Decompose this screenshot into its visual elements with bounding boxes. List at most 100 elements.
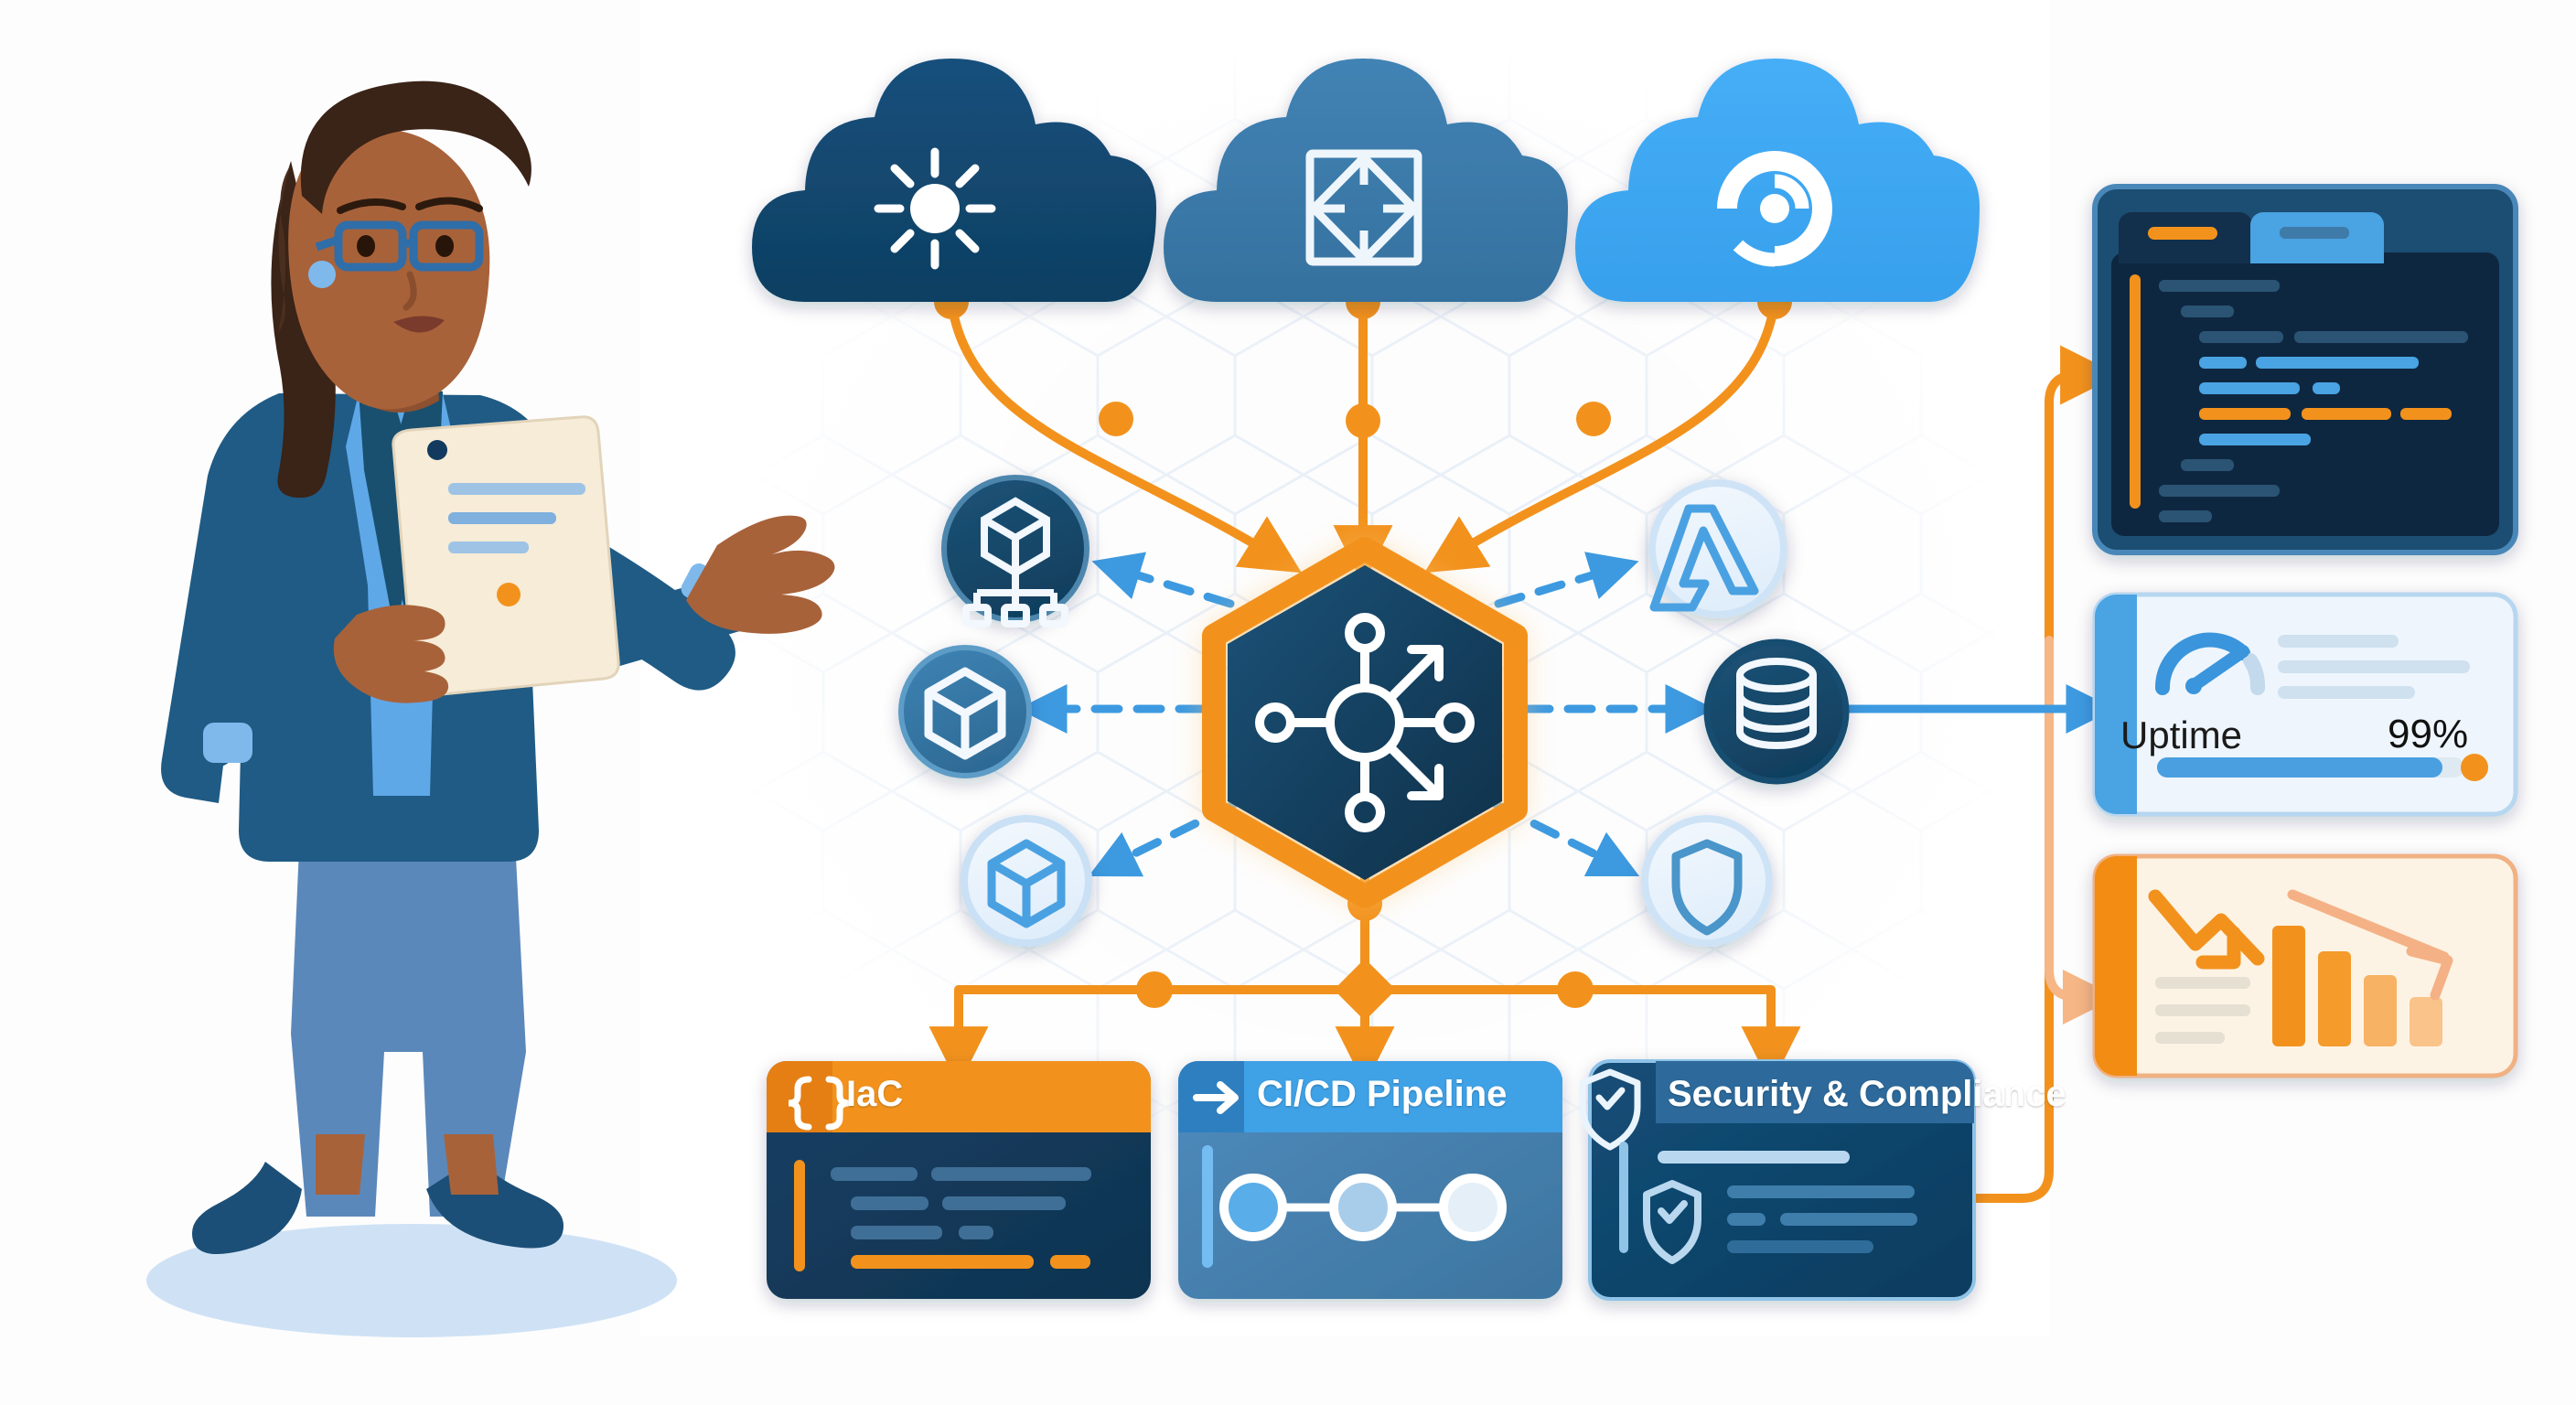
uptime-value: 99% — [2388, 712, 2469, 756]
earring — [308, 261, 336, 288]
service-security-node[interactable] — [1641, 815, 1773, 947]
arm-left — [175, 430, 280, 768]
card-iac-title: IaC — [846, 1074, 904, 1114]
cost-text-line-3 — [2155, 1032, 2225, 1044]
shoe-left — [192, 1162, 302, 1255]
cost-text-line-1 — [2155, 977, 2250, 989]
cube-icon — [924, 667, 1006, 760]
service-registry[interactable] — [961, 815, 1092, 947]
pants — [291, 787, 526, 1217]
hair-locks — [278, 165, 291, 333]
cube-outline-icon — [987, 839, 1066, 928]
tablet-camera — [427, 440, 447, 460]
brow-right — [415, 197, 483, 212]
editor-gutter — [2130, 274, 2141, 509]
card-iac-accent-bar — [794, 1160, 805, 1271]
card-cicd-title: CI/CD Pipeline — [1257, 1074, 1508, 1114]
tablet-line-2 — [448, 512, 556, 524]
pipeline-stage-1 — [1219, 1174, 1287, 1241]
service-serverless[interactable] — [1648, 479, 1787, 618]
tablet-line-3 — [448, 542, 529, 553]
cost-text-line-2 — [2155, 1004, 2250, 1016]
diamond-grid-icon — [1305, 149, 1422, 266]
card-cicd[interactable] — [1178, 1061, 1562, 1299]
bus-diamond-junction — [1334, 959, 1396, 1021]
network-hub-icon — [1255, 613, 1475, 832]
arrow-right-icon — [1193, 1081, 1239, 1114]
uptime-text-line-3 — [2278, 686, 2415, 699]
card-security-line-5 — [1727, 1240, 1873, 1253]
uptime-label: Uptime — [2120, 713, 2243, 756]
panel-uptime[interactable] — [2092, 592, 2518, 817]
tablet-dot — [497, 583, 521, 606]
floor-shadow — [146, 1224, 677, 1337]
radial-burst-icon — [1717, 151, 1832, 267]
shield-icon — [1671, 839, 1743, 936]
tab-inactive-bar — [2280, 227, 2349, 239]
tab-active-bar — [2148, 227, 2217, 240]
cost-rail — [2095, 856, 2137, 1076]
card-security[interactable] — [1579, 1059, 1976, 1301]
tablet-line-1 — [448, 483, 585, 495]
pipeline-stage-3 — [1439, 1174, 1507, 1241]
card-security-title: Security & Compliance — [1668, 1074, 2066, 1114]
uptime-rail — [2095, 595, 2137, 814]
card-security-line-1 — [1658, 1151, 1850, 1164]
cuff-left — [203, 723, 252, 763]
uptime-text-line-1 — [2278, 635, 2399, 648]
connector-node — [1099, 402, 1133, 436]
service-orchestration[interactable] — [941, 475, 1089, 627]
connector-node — [1136, 971, 1173, 1008]
cloud-azure[interactable] — [1164, 59, 1568, 302]
cloud-aws[interactable] — [752, 59, 1156, 302]
service-database[interactable] — [1703, 638, 1850, 785]
uptime-status-dot — [2461, 754, 2488, 781]
card-cicd-header — [1178, 1061, 1562, 1132]
card-security-header — [1656, 1061, 1974, 1123]
glasses — [315, 220, 484, 272]
cost-trend-arrow — [2287, 889, 2453, 1001]
mouth — [393, 316, 445, 333]
connector-node — [1576, 402, 1611, 436]
service-container[interactable] — [898, 645, 1032, 778]
connector-cloud-gcp-hub — [1424, 297, 1779, 574]
trend-down-icon — [2148, 889, 2265, 970]
ankle-right — [444, 1134, 499, 1195]
cost-bar-3 — [2364, 975, 2397, 1046]
lambda-icon — [1649, 504, 1759, 612]
database-icon — [1736, 658, 1817, 749]
uptime-text-line-2 — [2278, 660, 2470, 673]
card-iac[interactable] — [767, 1061, 1151, 1299]
check-mark — [1595, 1087, 1626, 1110]
panel-code-editor[interactable] — [2092, 184, 2518, 555]
card-security-line-3 — [1727, 1213, 1766, 1226]
card-security-check — [1658, 1200, 1688, 1224]
orchestration-icon — [962, 497, 1068, 627]
hub-body — [1228, 565, 1502, 880]
connector-cloud-aws-hub — [947, 297, 1302, 574]
cost-bar-4 — [2410, 997, 2442, 1046]
card-security-line-4 — [1780, 1213, 1917, 1226]
cloud-gcp[interactable] — [1575, 59, 1980, 302]
card-security-accent-bar — [1619, 1142, 1628, 1253]
shield-check-icon — [1579, 1068, 1641, 1151]
card-security-line-2 — [1727, 1185, 1915, 1198]
panel-cost-chart[interactable] — [2092, 853, 2518, 1078]
cost-bar-2 — [2318, 951, 2351, 1046]
hand-left — [333, 605, 449, 703]
eye-left — [357, 235, 375, 257]
card-security-shield — [1643, 1180, 1701, 1264]
card-iac-header — [767, 1061, 1151, 1132]
card-cicd-accent-bar — [1202, 1145, 1213, 1268]
brow-left — [337, 198, 406, 214]
cost-bar-1 — [2272, 926, 2305, 1046]
braces-icon — [788, 1076, 850, 1131]
cost-bars — [2272, 926, 2442, 1046]
connector-to-cost-chart — [2045, 636, 2118, 1024]
